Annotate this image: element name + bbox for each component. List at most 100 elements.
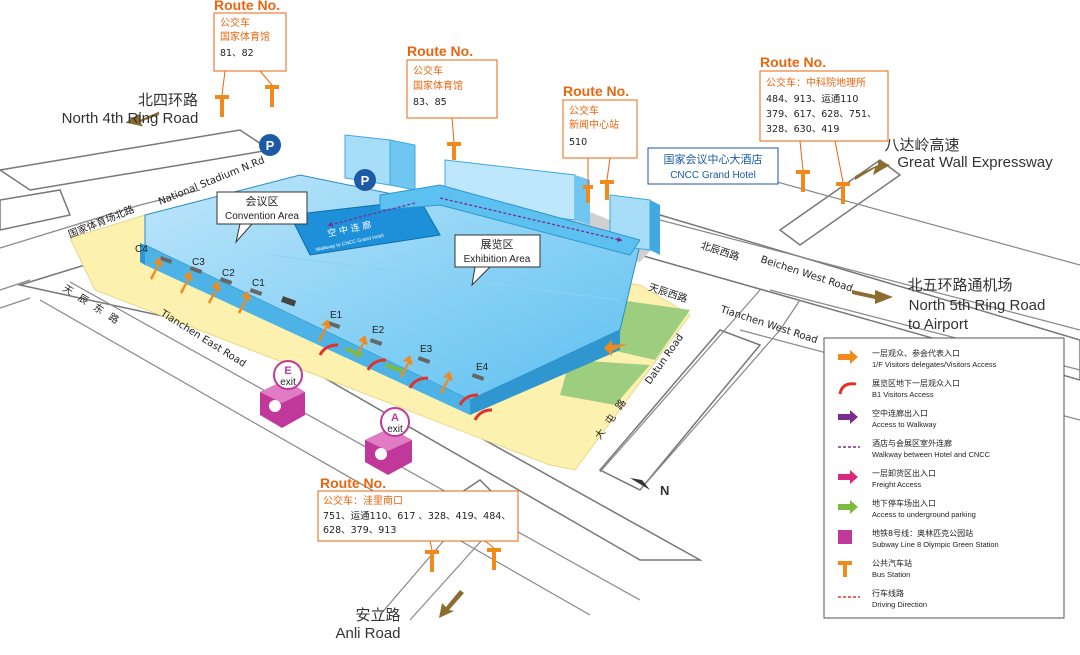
svg-text:国家体育馆: 国家体育馆 [220,30,270,43]
exit-e-marker: E exit [260,360,305,428]
bus-stop-icon [425,550,439,572]
bus-stop-icon [838,561,852,577]
legend-label-en: Access to underground parking [872,510,976,519]
north-4th-zh: 北四环路 [138,91,198,109]
gate-e2: E2 [372,325,385,336]
bus-stop-icon [583,185,593,203]
subway-icon [838,530,852,544]
svg-text:628、379、913: 628、379、913 [323,525,396,536]
cncc-building [140,174,641,415]
svg-text:P: P [361,173,370,188]
svg-text:Route No.: Route No. [407,43,473,59]
route-box-2: Route No. 公交车 国家体育馆 83、85 [406,43,498,143]
svg-text:83、85: 83、85 [413,97,447,108]
bus-stop-icon [796,170,810,192]
legend-label-zh: 地下停车场出入口 [872,498,936,508]
green-lawn-2 [560,360,650,405]
svg-text:Route No.: Route No. [760,54,826,70]
svg-text:公交车: 公交车 [220,16,250,29]
red-curved-arrow-icon [838,382,857,395]
b1-entry-arrows [318,343,493,421]
svg-text:CNCC Grand Hotel: CNCC Grand Hotel [670,170,756,181]
north-arrow: N [630,478,669,498]
gate-c1: C1 [252,278,265,289]
svg-text:国家会议中心大酒店: 国家会议中心大酒店 [664,152,763,166]
svg-text:328、630、419: 328、630、419 [766,124,839,135]
green-arrow-icon [838,500,858,514]
legend-label-zh: 空中连廊出入口 [872,408,928,418]
legend-item: 酒店与会展区室外连廊 Walkway between Hotel and CNCC [838,438,991,459]
gate-doors [159,256,485,381]
legend-label-en: B1 Visitors Access [872,390,934,399]
svg-text:N: N [660,483,669,498]
anli-en: Anli Road [335,625,400,642]
parking-access-arrows [344,347,404,373]
route-box-4: Route No. 公交车：中科院地理所 484、913、运通110 379、6… [759,54,889,183]
gate-e1: E1 [330,310,343,321]
north-5th-en2: to Airport [908,316,969,333]
legend-label-zh: 展览区地下一层观众入口 [872,378,960,388]
exhibition-area-label: 展览区 Exhibition Area [454,234,541,287]
svg-text:Route No.: Route No. [214,0,280,13]
visitor-entry-arrows [150,257,627,394]
svg-text:公交车：中科院地理所: 公交车：中科院地理所 [766,76,866,89]
svg-text:公交车: 公交车 [413,64,443,77]
bus-stop-icon [836,182,850,204]
route-box-1: Route No. 公交车 国家体育馆 81、82 [213,0,287,96]
svg-text:Route No.: Route No. [320,475,386,491]
legend-item: 展览区地下一层观众入口 B1 Visitors Access [838,378,960,399]
gate-e4: E4 [476,362,489,373]
svg-text:E: E [284,365,291,377]
svg-text:新闻中心站: 新闻中心站 [569,118,619,131]
route-box-5: Route No. 公交车：洼里南口 751、运通110、617 、328、41… [317,475,519,551]
north-5th-en: North 5th Ring Road [909,297,1046,314]
legend-label-en: 1/F Visitors delegates/Visitors Access [872,360,997,369]
svg-text:国家体育馆: 国家体育馆 [413,79,463,92]
legend-label-zh: 地铁8号线：奥林匹克公园站 [872,528,973,538]
legend: 一层观众、参会代表入口 1/F Visitors delegates/Visito… [823,337,1065,619]
svg-text:Convention Area: Convention Area [225,211,299,222]
legend-label-zh: 公共汽车站 [872,558,912,568]
bus-stop-icon [215,95,229,117]
bus-stop-icon [600,180,614,200]
legend-item: 地下停车场出入口 Access to underground parking [838,498,976,519]
hotel-buildings [344,134,660,256]
badaling-zh: 八达岭高速 [884,136,959,154]
gate-c3: C3 [192,257,205,268]
stadium-north-road-left [0,189,72,231]
svg-text:公交车：洼里南口: 公交车：洼里南口 [323,494,403,507]
convention-area-label: 会议区 Convention Area [216,191,308,244]
svg-text:510: 510 [569,137,587,148]
svg-text:484、913、运通110: 484、913、运通110 [766,94,858,105]
legend-label-zh: 一层观众、参会代表入口 [872,348,960,358]
svg-text:81、82: 81、82 [220,48,254,59]
svg-text:P: P [266,138,275,153]
svg-text:展览区: 展览区 [481,237,514,251]
datun-road [598,329,762,491]
svg-text:会议区: 会议区 [246,195,279,208]
legend-label-en: Subway Line 8 Olympic Green Station [872,540,999,549]
legend-label-zh: 一层卸货区出入口 [872,468,936,478]
north-4th-en: North 4th Ring Road [62,110,199,127]
legend-label-zh: 酒店与会展区室外连廊 [872,438,952,448]
svg-text:379、617、628、751、: 379、617、628、751、 [766,109,877,120]
north-5th-zh: 北五环路通机场 [907,276,1012,294]
svg-text:Route No.: Route No. [563,83,629,99]
bus-stop-icon [487,548,501,570]
gate-labels: C4 C3 C2 C1 E1 E2 E3 E4 [135,244,489,373]
direction-arrows [125,111,893,618]
svg-text:公交车: 公交车 [569,104,599,117]
hotel-label: 国家会议中心大酒店 CNCC Grand Hotel [647,147,779,185]
legend-item: 地铁8号线：奥林匹克公园站 Subway Line 8 Olympic Green… [838,528,999,549]
gate-c2: C2 [222,268,235,279]
legend-label-en: Driving Direction [872,600,927,609]
purple-arrow-icon [838,410,858,424]
gate-e3: E3 [420,344,433,355]
exit-a-marker: A exit [365,407,412,475]
legend-label-en: Walkway between Hotel and CNCC [872,450,991,459]
orange-arrow-icon [838,350,858,364]
